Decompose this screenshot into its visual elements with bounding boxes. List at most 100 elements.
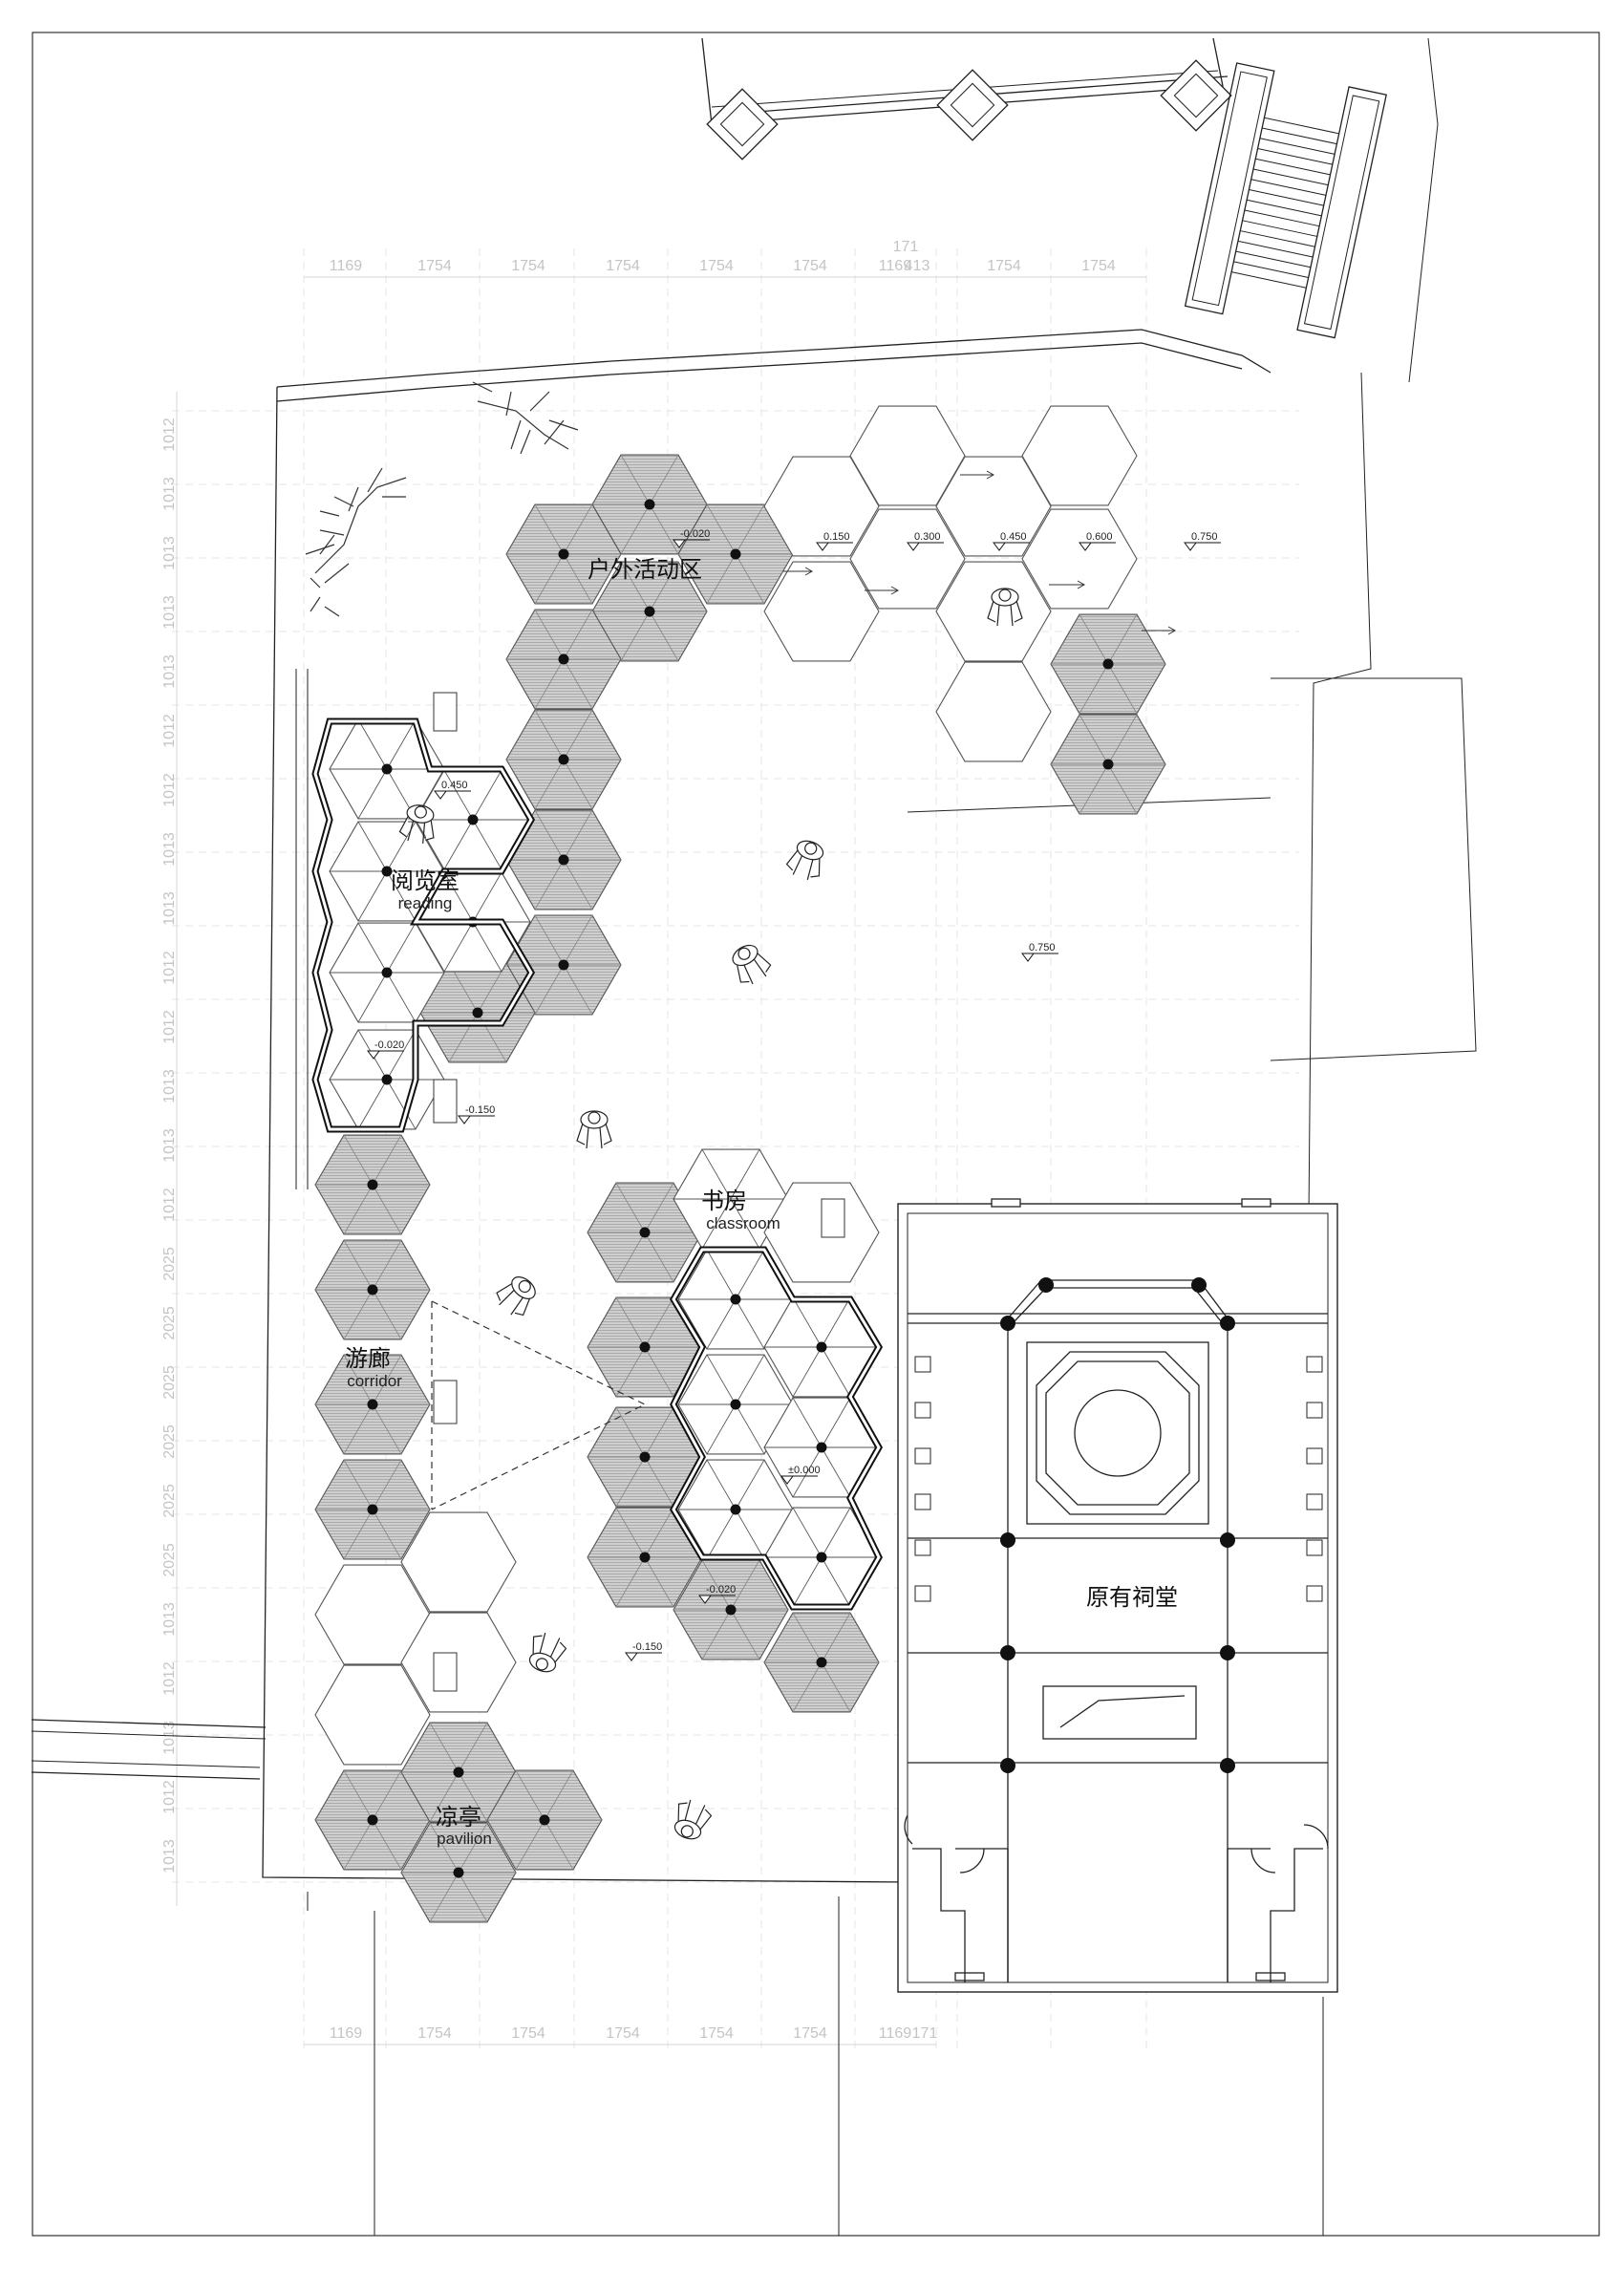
dim-left-label: 1013 xyxy=(161,654,178,689)
dim-left-label: 1013 xyxy=(161,595,178,630)
hex-module xyxy=(314,1239,431,1340)
hex-module xyxy=(505,503,622,605)
svg-text:0.300: 0.300 xyxy=(914,531,941,543)
dim-left-label: 1012 xyxy=(161,1010,178,1044)
zone-labels: 户外活动区 阅览室 reading 书房 classroom 游廊 corrid… xyxy=(345,557,1178,1848)
dim-left-label: 1012 xyxy=(161,1661,178,1696)
hex-module xyxy=(587,1296,703,1398)
hex-module xyxy=(1050,613,1166,715)
dim-left-label: 2025 xyxy=(161,1424,178,1459)
people-figures xyxy=(398,588,1023,1840)
person-figure xyxy=(528,1632,567,1673)
dim-top-label: 1169 xyxy=(879,258,912,274)
dim-top-label: 1754 xyxy=(511,258,545,274)
dim-left-label: 2025 xyxy=(161,1484,178,1518)
dim-left-label: 1013 xyxy=(161,536,178,570)
dim-left-label: 2025 xyxy=(161,1543,178,1577)
svg-text:0.600: 0.600 xyxy=(1086,531,1113,543)
dim-bottom-label: 1754 xyxy=(793,2025,827,2042)
pavilion-label: 凉亭 xyxy=(436,1805,481,1831)
hex-module xyxy=(505,609,622,710)
dim-left-label: 1013 xyxy=(161,477,178,511)
level-marker: 0.300 xyxy=(907,531,944,551)
person-figure xyxy=(732,944,772,985)
level-marker: -0.150 xyxy=(458,1104,495,1124)
dim-left-label: 1013 xyxy=(161,832,178,867)
sheet-border xyxy=(32,32,1600,2237)
svg-text:-0.150: -0.150 xyxy=(465,1104,495,1116)
hex-module xyxy=(1021,508,1138,610)
level-marker: -0.020 xyxy=(698,1584,736,1604)
svg-text:-0.020: -0.020 xyxy=(680,528,710,540)
svg-text:-0.020: -0.020 xyxy=(706,1584,736,1595)
dim-left-label: 1013 xyxy=(161,1128,178,1163)
dim-left-label: 2025 xyxy=(161,1365,178,1400)
corridor-label-en: corridor xyxy=(347,1372,402,1390)
hex-module xyxy=(677,1354,794,1455)
level-marker: -0.150 xyxy=(625,1641,662,1661)
hex-module xyxy=(314,1769,431,1871)
classroom-label-en: classroom xyxy=(706,1214,780,1232)
hex-module xyxy=(587,1182,703,1283)
corridor-perspective xyxy=(431,1300,647,1510)
hex-module xyxy=(673,1559,789,1660)
dim-top-label: 1754 xyxy=(793,258,827,274)
hex-module xyxy=(763,1612,880,1713)
dim-top-label: 1754 xyxy=(987,258,1021,274)
hall-label: 原有祠堂 xyxy=(1086,1585,1178,1611)
hex-module xyxy=(400,1511,517,1613)
hexagon-modules xyxy=(314,405,1166,1923)
hex-module xyxy=(935,661,1052,762)
dim-left-label: 1012 xyxy=(161,418,178,452)
hex-module xyxy=(314,1134,431,1235)
entrance-bridge xyxy=(701,37,1387,339)
dim-left-label: 1012 xyxy=(161,951,178,985)
room-walls xyxy=(311,717,884,1611)
person-figure xyxy=(398,804,435,844)
hex-module xyxy=(400,1612,517,1713)
hex-module xyxy=(400,1722,517,1823)
person-figure xyxy=(496,1276,536,1317)
hex-module xyxy=(591,561,708,662)
svg-text:-0.150: -0.150 xyxy=(632,1641,662,1653)
hex-module xyxy=(419,962,536,1063)
dim-top-label: 1754 xyxy=(606,258,640,274)
hex-module xyxy=(763,561,880,662)
dim-top-extra: 171 xyxy=(893,239,919,255)
svg-text:0.450: 0.450 xyxy=(1000,531,1027,543)
hex-module xyxy=(314,1459,431,1560)
hall-windows xyxy=(914,1356,1323,1602)
level-marker: -0.020 xyxy=(367,1039,404,1060)
slope-arrows xyxy=(783,470,1177,635)
tree-symbols xyxy=(305,381,579,617)
dim-bottom-label: 1754 xyxy=(699,2025,734,2042)
hex-module xyxy=(505,709,622,810)
dim-bottom-label: 1169 xyxy=(879,2025,912,2042)
dim-top-label: 1169 xyxy=(330,258,363,274)
dim-left-label: 1013 xyxy=(161,1602,178,1637)
dim-top-label: 1754 xyxy=(417,258,452,274)
svg-text:0.450: 0.450 xyxy=(441,780,468,791)
hex-module xyxy=(329,718,445,820)
classroom-label: 书房 xyxy=(701,1189,747,1214)
level-marker: 0.150 xyxy=(816,531,853,551)
level-marker: 0.750 xyxy=(1184,531,1221,551)
dim-left-label: 1013 xyxy=(161,891,178,926)
svg-text:-0.020: -0.020 xyxy=(374,1039,404,1051)
reading-label-en: reading xyxy=(398,894,453,912)
level-marker: -0.020 xyxy=(673,528,710,548)
hex-module xyxy=(849,508,966,610)
level-marker: ±0.000 xyxy=(780,1465,821,1485)
dim-bottom-label: 1754 xyxy=(417,2025,452,2042)
person-figure xyxy=(576,1110,612,1149)
dim-left-label: 1012 xyxy=(161,1780,178,1814)
hex-module xyxy=(314,1664,431,1766)
hex-module xyxy=(486,1769,603,1871)
hex-module xyxy=(400,1822,517,1923)
corridor-label: 游廊 xyxy=(345,1346,391,1372)
dim-bottom-label: 1754 xyxy=(606,2025,640,2042)
level-marker: 0.450 xyxy=(434,780,471,800)
